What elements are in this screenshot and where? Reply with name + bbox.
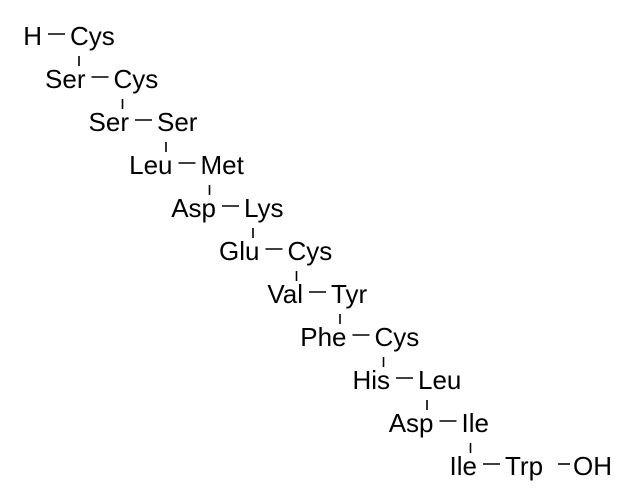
residue-label: Ile [462,408,489,438]
residue-label: Ser [89,107,130,137]
residue-label: Cys [288,236,333,266]
residue-label: Glu [219,236,259,266]
residue-label: Trp [505,451,543,481]
residue-label: Asp [389,408,434,438]
residue-label: Cys [70,21,115,51]
residue-label: Cys [375,322,420,352]
residue-label: Val [267,279,303,309]
residue-label: Lys [244,193,284,223]
residue-label: Ile [450,451,477,481]
residue-label: Cys [114,64,159,94]
terminal-label: OH [573,451,612,481]
residue-label: Leu [129,150,172,180]
residue-label: Leu [418,365,461,395]
residue-label: His [352,365,390,395]
residue-label: Tyr [331,279,367,309]
residue-label: Asp [171,193,216,223]
residue-label: Ser [157,107,198,137]
residue-label: Met [201,150,245,180]
residue-label: H [23,21,42,51]
residue-label: Phe [300,322,346,352]
residue-label: Ser [45,64,86,94]
